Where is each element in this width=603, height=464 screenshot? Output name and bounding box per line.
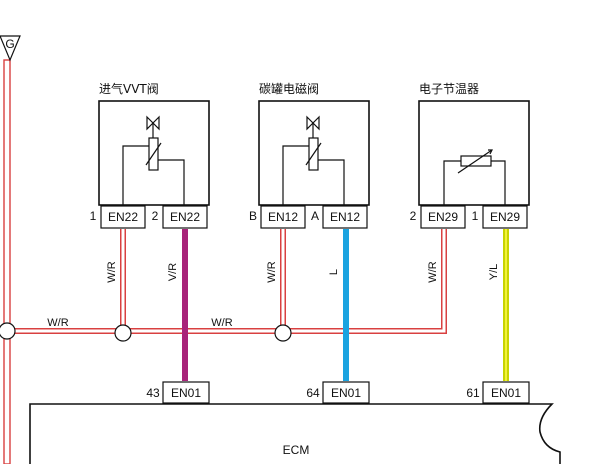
vr-wire	[182, 229, 188, 381]
ground-triangle-icon	[0, 35, 21, 62]
variable-resistor-icon	[443, 149, 506, 205]
ecm-label: ECM	[283, 443, 310, 457]
pin-number: 2	[152, 209, 159, 223]
bus-left-label: W/R	[47, 317, 68, 329]
pin-number: A	[311, 209, 319, 223]
pin-number: B	[249, 209, 257, 223]
yl-wire	[503, 229, 509, 381]
component-canister-solenoid-valve: 碳罐电磁阀 B EN12 A EN12	[249, 81, 370, 229]
splice-ground-dot	[0, 322, 16, 340]
vvt-pin1-wire-label: W/R	[106, 261, 118, 282]
pin-number: 1	[90, 209, 97, 223]
thermo-pin1-wire-label: Y/L	[488, 264, 500, 281]
solenoid-valve-icon	[282, 115, 345, 205]
pin-number: 1	[472, 209, 479, 223]
canister-b-wire-label: W/R	[266, 261, 278, 282]
ecm-pin-connector: EN01	[491, 386, 521, 400]
ecm-pin-connector: EN01	[331, 386, 361, 400]
pin-number: 2	[410, 209, 417, 223]
ecm-pin-number: 43	[146, 386, 160, 400]
splice-canister-dot	[274, 324, 292, 342]
component-title: 进气VVT阀	[99, 81, 159, 96]
pin-connector: EN22	[108, 210, 138, 224]
component-intake-vvt-valve: 进气VVT阀 1 EN22 2 EN22	[90, 81, 210, 229]
pin-connector: EN12	[330, 210, 360, 224]
pin-connector: EN22	[170, 210, 200, 224]
ground-label: G	[5, 37, 14, 51]
thermo-pin2-wire-label: W/R	[427, 261, 439, 282]
canister-a-wire-label: L	[328, 269, 340, 275]
pin-connector: EN29	[490, 210, 520, 224]
component-title: 碳罐电磁阀	[259, 81, 319, 96]
ground-bus: G	[0, 35, 21, 464]
ecm-pin-connector: EN01	[171, 386, 201, 400]
pin-connector: EN29	[428, 210, 458, 224]
component-title: 电子节温器	[419, 82, 479, 96]
wr-drops	[120, 229, 286, 331]
vvt-pin2-wire-label: V/R	[167, 263, 179, 281]
ecm-pin-number: 61	[466, 386, 480, 400]
ecm-pin-number: 64	[306, 386, 320, 400]
pin-connector: EN12	[268, 210, 298, 224]
wr-bus: W/R W/R	[10, 229, 447, 334]
component-electronic-thermostat: 电子节温器 2 EN29 1 EN29	[410, 82, 530, 229]
bus-mid-label: W/R	[211, 317, 232, 329]
l-wire	[343, 229, 349, 381]
splice-vvt-dot	[114, 324, 132, 342]
ecm-module: ECM 43 EN01 64 EN01 61 EN01	[29, 381, 561, 464]
solenoid-valve-icon	[122, 115, 185, 205]
